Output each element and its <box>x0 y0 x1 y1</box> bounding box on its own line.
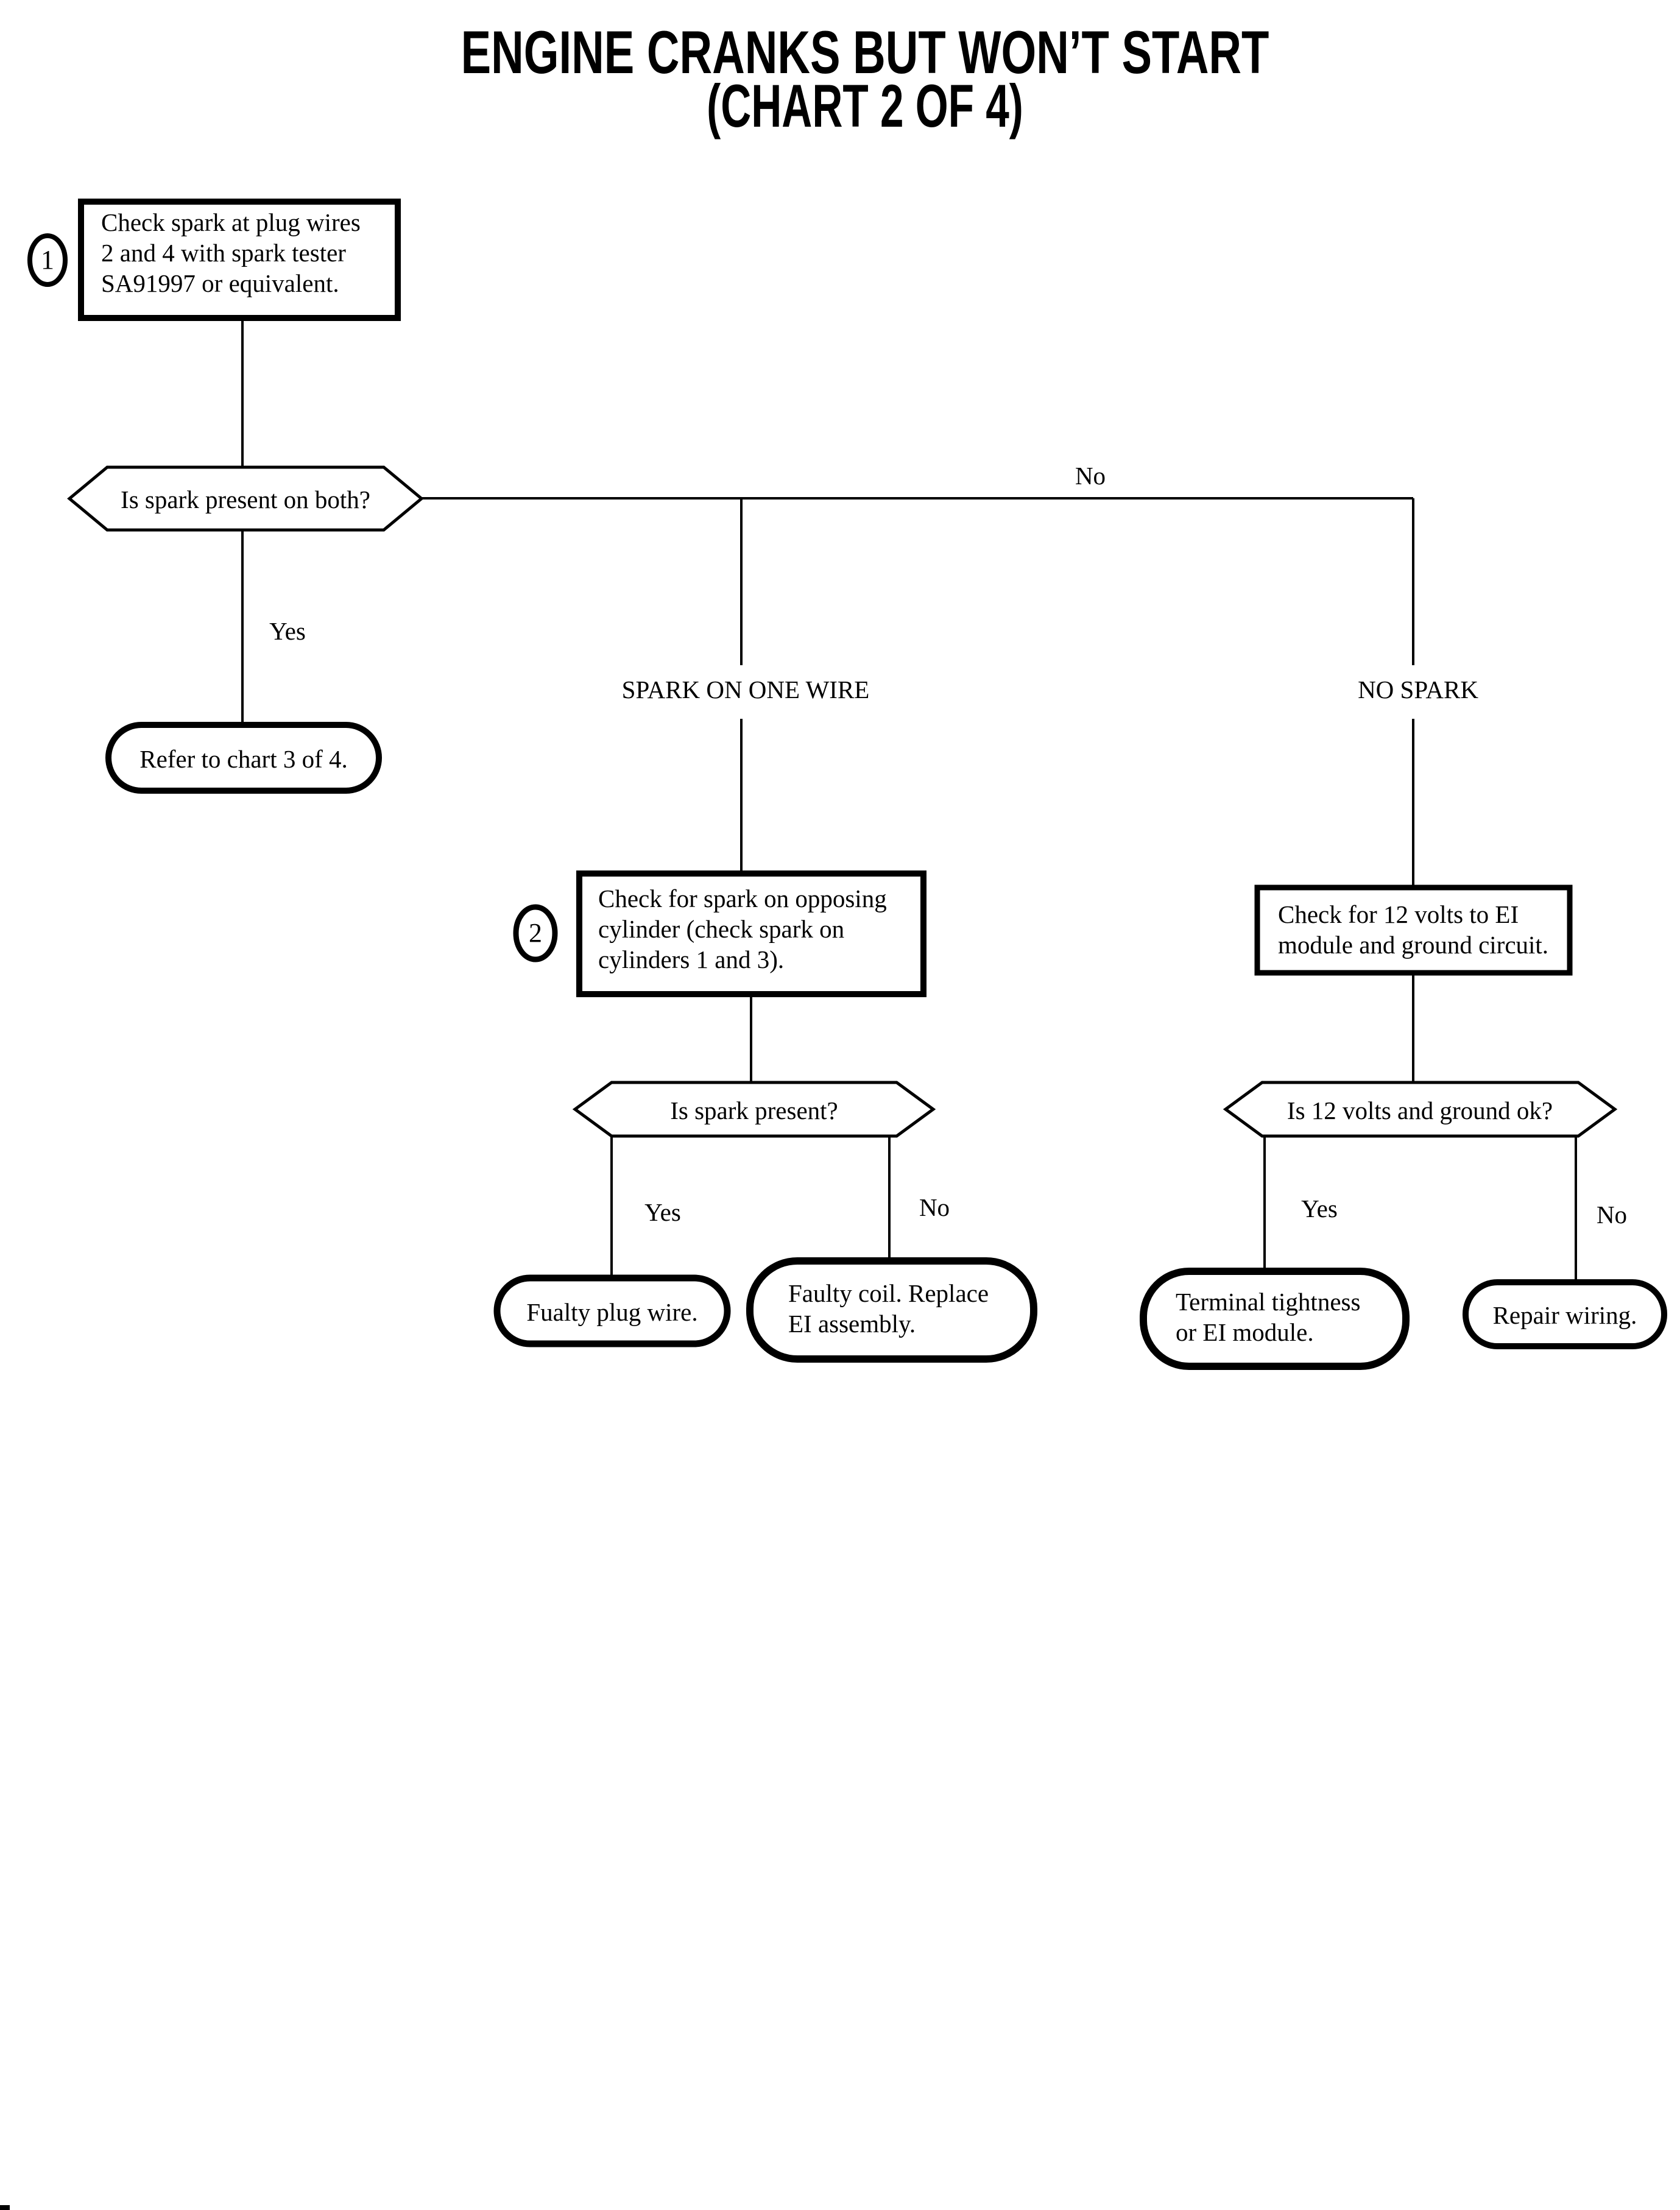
step2-box <box>576 870 926 997</box>
branch-no-spark-label: NO SPARK <box>1358 676 1478 704</box>
connector-lines <box>241 318 1577 1282</box>
decision2-no-label: No <box>919 1193 950 1221</box>
decision3-text: Is 12 volts and ground ok? <box>1286 1096 1553 1124</box>
refer-terminal <box>105 722 382 794</box>
step2-badge-number: 2 <box>529 918 542 948</box>
decision2-yes-label: Yes <box>644 1198 681 1226</box>
result-terminal-text: Terminal tightness or EI module. <box>1176 1288 1361 1346</box>
step3-box <box>1254 884 1573 976</box>
step2-text: Check for spark on opposing cylinder (ch… <box>598 884 887 973</box>
step1-box <box>78 199 401 321</box>
step1-badge-circle <box>27 233 68 287</box>
terminal-tightness-terminal <box>1140 1268 1410 1370</box>
branch-one-wire-label: SPARK ON ONE WIRE <box>621 676 870 704</box>
plug-wire-terminal <box>493 1274 731 1347</box>
coil-terminal <box>746 1257 1037 1363</box>
decision1-hexagon <box>67 465 424 532</box>
result-coil-text: Faulty coil. Replace EI assembly. <box>788 1279 989 1338</box>
scan-artifact-mark <box>0 2205 10 2210</box>
repair-wiring-terminal <box>1463 1279 1667 1349</box>
decision3-no-label: No <box>1596 1201 1628 1229</box>
step1-badge-number: 1 <box>41 245 54 275</box>
result-plug-wire-text: Fualty plug wire. <box>526 1298 698 1326</box>
decision2-hexagon <box>572 1081 936 1138</box>
page-title: ENGINE CRANKS BUT WON’T START <box>461 18 1269 86</box>
step1-text: Check spark at plug wires 2 and 4 with s… <box>101 208 361 297</box>
decision1-yes-label: Yes <box>269 617 306 645</box>
decision2-text: Is spark present? <box>670 1096 838 1124</box>
refer-text: Refer to chart 3 of 4. <box>139 745 348 773</box>
step3-text: Check for 12 volts to EI module and grou… <box>1278 900 1549 959</box>
decision3-yes-label: Yes <box>1301 1195 1338 1223</box>
result-wiring-text: Repair wiring. <box>1492 1301 1637 1329</box>
decision1-no-label: No <box>1075 462 1106 490</box>
decision1-text: Is spark present on both? <box>121 485 370 514</box>
page-subtitle: (CHART 2 OF 4) <box>707 72 1023 139</box>
decision3-hexagon <box>1223 1081 1618 1138</box>
step2-badge-circle <box>513 904 558 962</box>
